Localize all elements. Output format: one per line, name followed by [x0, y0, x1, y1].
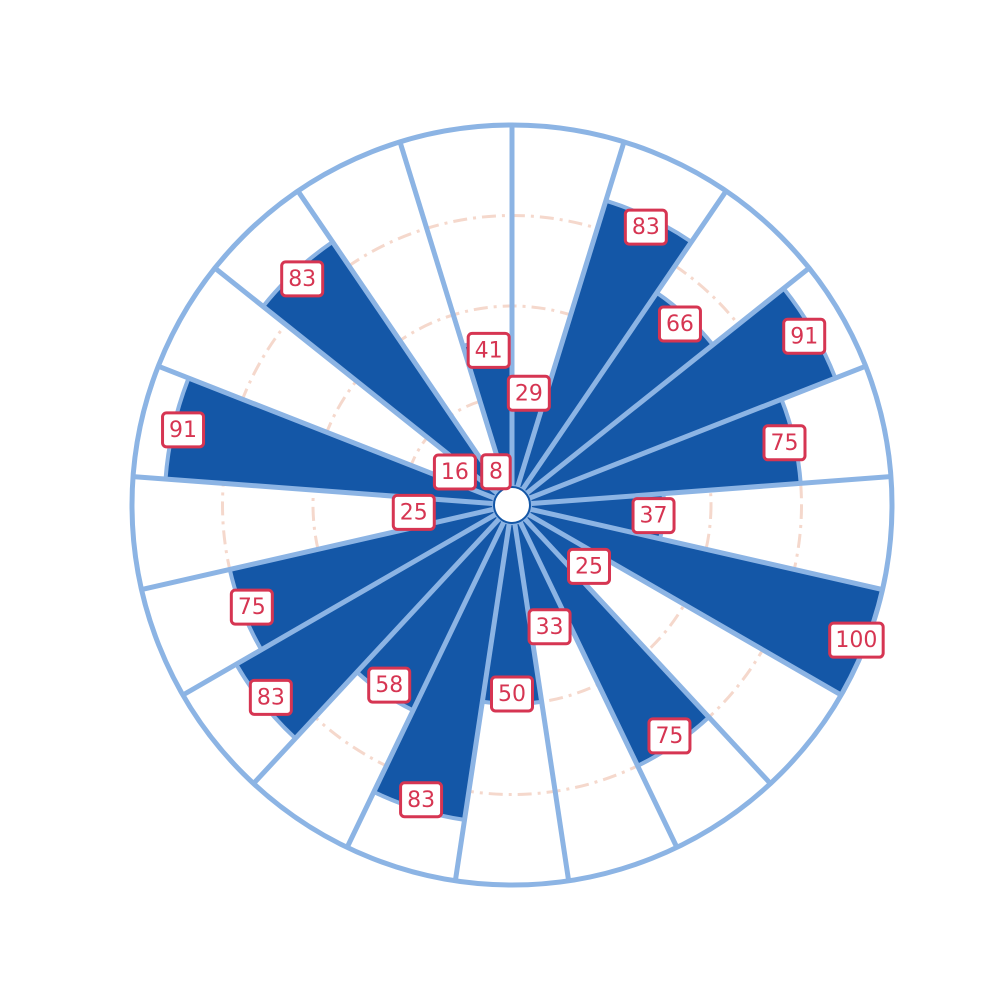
value-label-1: 83: [623, 208, 668, 246]
value-label-box: [527, 608, 572, 646]
value-label-box: [466, 331, 511, 369]
sector-divider-7: [526, 511, 843, 698]
value-label-box: [782, 317, 827, 355]
value-label-box: [623, 208, 668, 246]
value-label-box: [391, 493, 436, 531]
value-label-text: 41: [475, 338, 503, 363]
value-label-15: 25: [391, 493, 436, 531]
sector-divider-9: [517, 520, 680, 849]
value-label-box: [480, 453, 512, 491]
value-label-text: 29: [515, 381, 543, 406]
sector-divider-11: [452, 522, 512, 882]
sector-divider-4: [527, 363, 867, 501]
value-label-5: 37: [631, 497, 676, 535]
value-label-6: 100: [828, 621, 885, 659]
value-label-19: 8: [480, 453, 512, 491]
value-label-text: 83: [288, 267, 316, 292]
sector-divider-3: [524, 266, 811, 496]
value-label-2: 66: [657, 305, 702, 343]
divider-layer: [129, 122, 895, 888]
sector-divider-10: [512, 522, 572, 882]
value-label-text: 33: [536, 615, 564, 640]
sector-divider-13: [251, 516, 502, 786]
value-label-12: 58: [367, 666, 412, 704]
value-label-text: 50: [498, 682, 526, 707]
value-label-16: 91: [161, 411, 206, 449]
value-label-17: 16: [432, 453, 477, 491]
value-label-box: [657, 305, 702, 343]
value-label-box: [647, 717, 692, 755]
value-label-10: 50: [490, 675, 534, 713]
sector-divider-14: [181, 511, 498, 698]
value-label-8: 75: [647, 717, 692, 755]
value-label-box: [367, 666, 412, 704]
value-label-text: 58: [375, 673, 403, 698]
value-label-text: 66: [666, 312, 694, 337]
value-label-text: 91: [790, 324, 818, 349]
value-label-13: 83: [248, 678, 293, 716]
sector-divider-1: [514, 141, 627, 489]
value-label-7: 25: [567, 547, 612, 585]
sector-divider-5: [529, 474, 892, 507]
value-label-box: [161, 411, 206, 449]
value-label-text: 83: [632, 215, 660, 240]
value-label-box: [432, 453, 477, 491]
value-label-text: 8: [489, 460, 503, 485]
value-label-text: 100: [835, 628, 877, 653]
value-label-9: 33: [527, 608, 572, 646]
sector-divider-12: [344, 520, 507, 849]
sector-divider-6: [528, 506, 884, 592]
value-label-text: 25: [400, 500, 428, 525]
sector-divider-20: [397, 141, 510, 489]
outer-ring: [129, 122, 895, 888]
value-label-4: 75: [762, 424, 807, 462]
value-label-text: 75: [238, 595, 266, 620]
value-label-text: 16: [441, 460, 469, 485]
value-label-box: [762, 424, 807, 462]
value-label-box: [567, 547, 612, 585]
value-label-text: 37: [640, 504, 668, 529]
value-label-20: 41: [466, 331, 511, 369]
value-label-text: 75: [770, 431, 798, 456]
value-label-text: 91: [169, 418, 197, 443]
label-layer: 29 83 66 91 75 37 100 25 75 33 50 83 58 83 75 25 91 16 83 8…: [161, 208, 885, 819]
value-label-box: [828, 621, 885, 659]
sector-divider-8: [522, 516, 773, 786]
value-label-text: 25: [575, 554, 603, 579]
value-label-box: [631, 497, 676, 535]
sector-divider-2: [520, 189, 729, 492]
value-label-text: 83: [257, 685, 285, 710]
value-label-11: 83: [399, 781, 444, 819]
value-label-box: [399, 781, 444, 819]
value-label-box: [490, 675, 534, 713]
center-hole: [493, 486, 531, 524]
value-label-box: [229, 588, 274, 626]
value-label-box: [280, 260, 325, 298]
sector-divider-19: [295, 189, 504, 492]
value-label-3: 91: [782, 317, 827, 355]
value-label-box: [248, 678, 293, 716]
value-label-text: 83: [407, 788, 435, 813]
value-label-18: 83: [280, 260, 325, 298]
value-label-text: 75: [655, 724, 683, 749]
value-label-0: 29: [506, 374, 551, 412]
value-label-14: 75: [229, 588, 274, 626]
value-label-box: [506, 374, 551, 412]
